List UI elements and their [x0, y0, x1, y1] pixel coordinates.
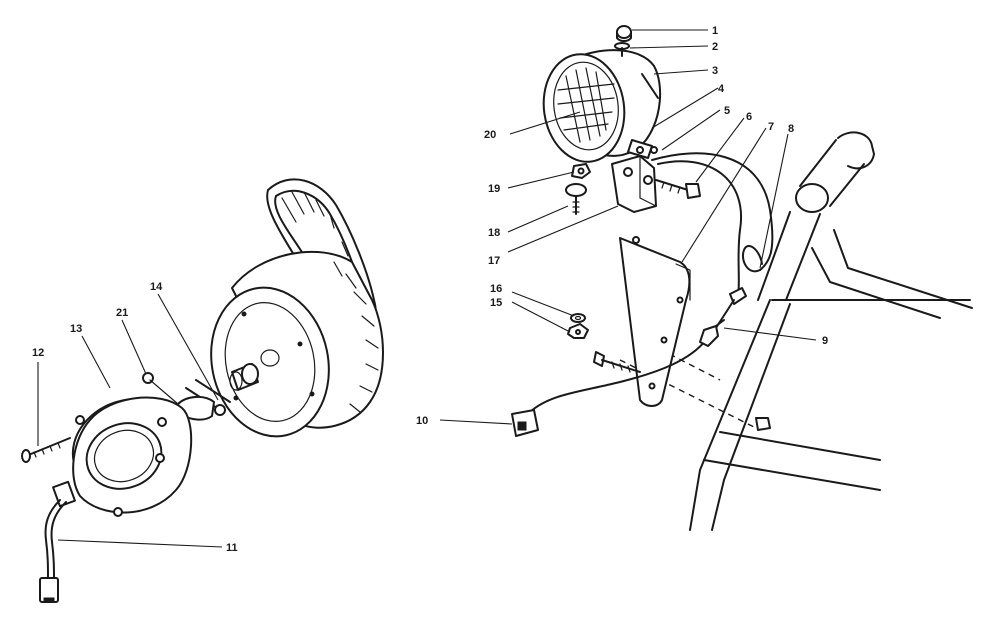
mounting-bracket	[619, 236, 691, 407]
callout-12: 12	[32, 347, 44, 359]
engine-housing	[210, 250, 384, 438]
callout-18: 18	[488, 227, 500, 239]
headlight-assembly	[71, 372, 231, 517]
mounting-bolt	[593, 351, 771, 431]
work-light	[542, 49, 662, 163]
callout-15: 15	[490, 297, 502, 309]
callout-8: 8	[788, 123, 794, 135]
callout-19: 19	[488, 183, 500, 195]
rubber-grommet	[229, 363, 259, 391]
light-cable	[511, 152, 774, 437]
carriage-bolt	[565, 183, 587, 215]
callout-13: 13	[70, 323, 82, 335]
callout-2: 2	[712, 41, 718, 53]
callout-labels: 1 2 3 4 5 6 7 8 9 10 11 12 13 14 15 16 1…	[32, 25, 828, 554]
callout-17: 17	[488, 255, 500, 267]
callout-7: 7	[768, 121, 774, 133]
swivel-bracket	[611, 139, 658, 213]
callout-6: 6	[746, 111, 752, 123]
callout-20: 20	[484, 129, 496, 141]
callout-1: 1	[712, 25, 718, 37]
leader-lines	[37, 29, 817, 548]
callout-11: 11	[226, 542, 238, 554]
callout-9: 9	[822, 335, 828, 347]
side-bolt	[655, 179, 701, 199]
lens-grid	[557, 67, 615, 143]
callout-14: 14	[150, 281, 163, 293]
callout-10: 10	[416, 415, 428, 427]
callout-4: 4	[718, 83, 725, 95]
hex-nut	[571, 163, 591, 179]
top-knob	[614, 25, 632, 57]
washer-and-nut	[567, 313, 589, 339]
callout-5: 5	[724, 105, 730, 117]
callout-16: 16	[490, 283, 502, 295]
wire-harness	[39, 480, 76, 603]
callout-3: 3	[712, 65, 718, 77]
screw	[21, 437, 71, 463]
callout-21: 21	[116, 307, 128, 319]
